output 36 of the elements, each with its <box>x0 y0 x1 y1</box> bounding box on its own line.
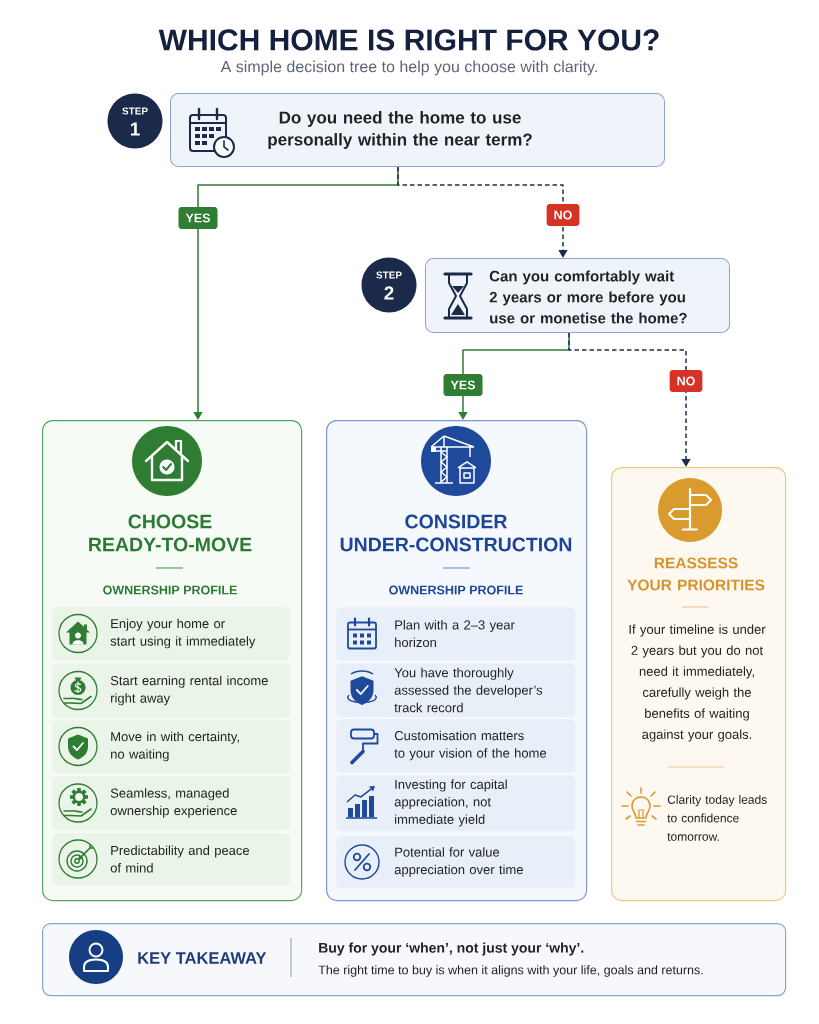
card-heading: CHOOSE READY-TO-MOVE <box>89 514 252 552</box>
profile-item: Customisation matters to your vision of the home <box>336 719 576 773</box>
profile-item: Potential for value appreciation over time <box>336 836 576 889</box>
edge-label: NO <box>546 204 580 226</box>
question-box: Can you comfortably wait 2 years or more before you use or monetise the home? <box>425 258 730 333</box>
profile-item: Investing for capital appreciation, not immediate yield <box>336 775 576 832</box>
node-label: Start earning rental income right away <box>110 675 268 706</box>
question-box: Do you need the home to use personally within the near term? <box>170 93 665 167</box>
arrow <box>568 332 691 467</box>
node-label: You have thoroughly assessed the developer’s track record <box>394 667 543 713</box>
card-heading: REASSESS YOUR PRIORITIES <box>627 557 765 591</box>
note-text: Clarity today leads to confidence tomorrow. <box>667 795 767 841</box>
node-label: Customisation matters to your vision of the home <box>394 730 547 761</box>
profile-item: Predictability and peace of mind <box>52 833 291 886</box>
node-label: Move in with certainty, no waiting <box>111 731 239 762</box>
profile-item: Move in with certainty, no waiting <box>52 720 291 774</box>
takeaway-text: The right time to buy is when it aligns with your life, goals and returns. <box>318 965 703 977</box>
profile-item: Plan with a 2–3 year horizon <box>336 607 576 661</box>
profile-item: Seamless, managed ownership experience <box>52 776 291 831</box>
arrow <box>397 166 568 258</box>
takeaway-heading: KEY TAKEAWAY <box>138 952 267 964</box>
step-badge: STEP 1 <box>107 93 163 149</box>
title: WHICH HOME IS RIGHT FOR YOU? <box>158 29 659 51</box>
subtitle: A simple decision tree to help you choose with clarity. <box>220 60 597 76</box>
takeaway-statement: Buy for your ‘when’, not just your ‘why’. <box>319 942 584 956</box>
card-text: If your timeline is under 2 years but you do not need it immediately, carefully weigh the benefits of waiting against your goals. <box>629 624 766 742</box>
edge-label: YES <box>178 207 218 229</box>
section-heading: OWNERSHIP PROFILE <box>389 585 523 595</box>
edge-label: NO <box>669 370 703 392</box>
edge-label: YES <box>443 374 483 396</box>
profile-item: You have thoroughly assessed the developer’s track record <box>336 663 576 718</box>
card-heading: CONSIDER UNDER-CONSTRUCTION <box>340 514 572 552</box>
step-badge: STEP 2 <box>361 257 417 313</box>
profile-item: Start earning rental income right away <box>52 663 291 719</box>
profile-item: Enjoy your home or start using it immediately <box>52 607 291 661</box>
section-heading: OWNERSHIP PROFILE <box>103 585 237 595</box>
